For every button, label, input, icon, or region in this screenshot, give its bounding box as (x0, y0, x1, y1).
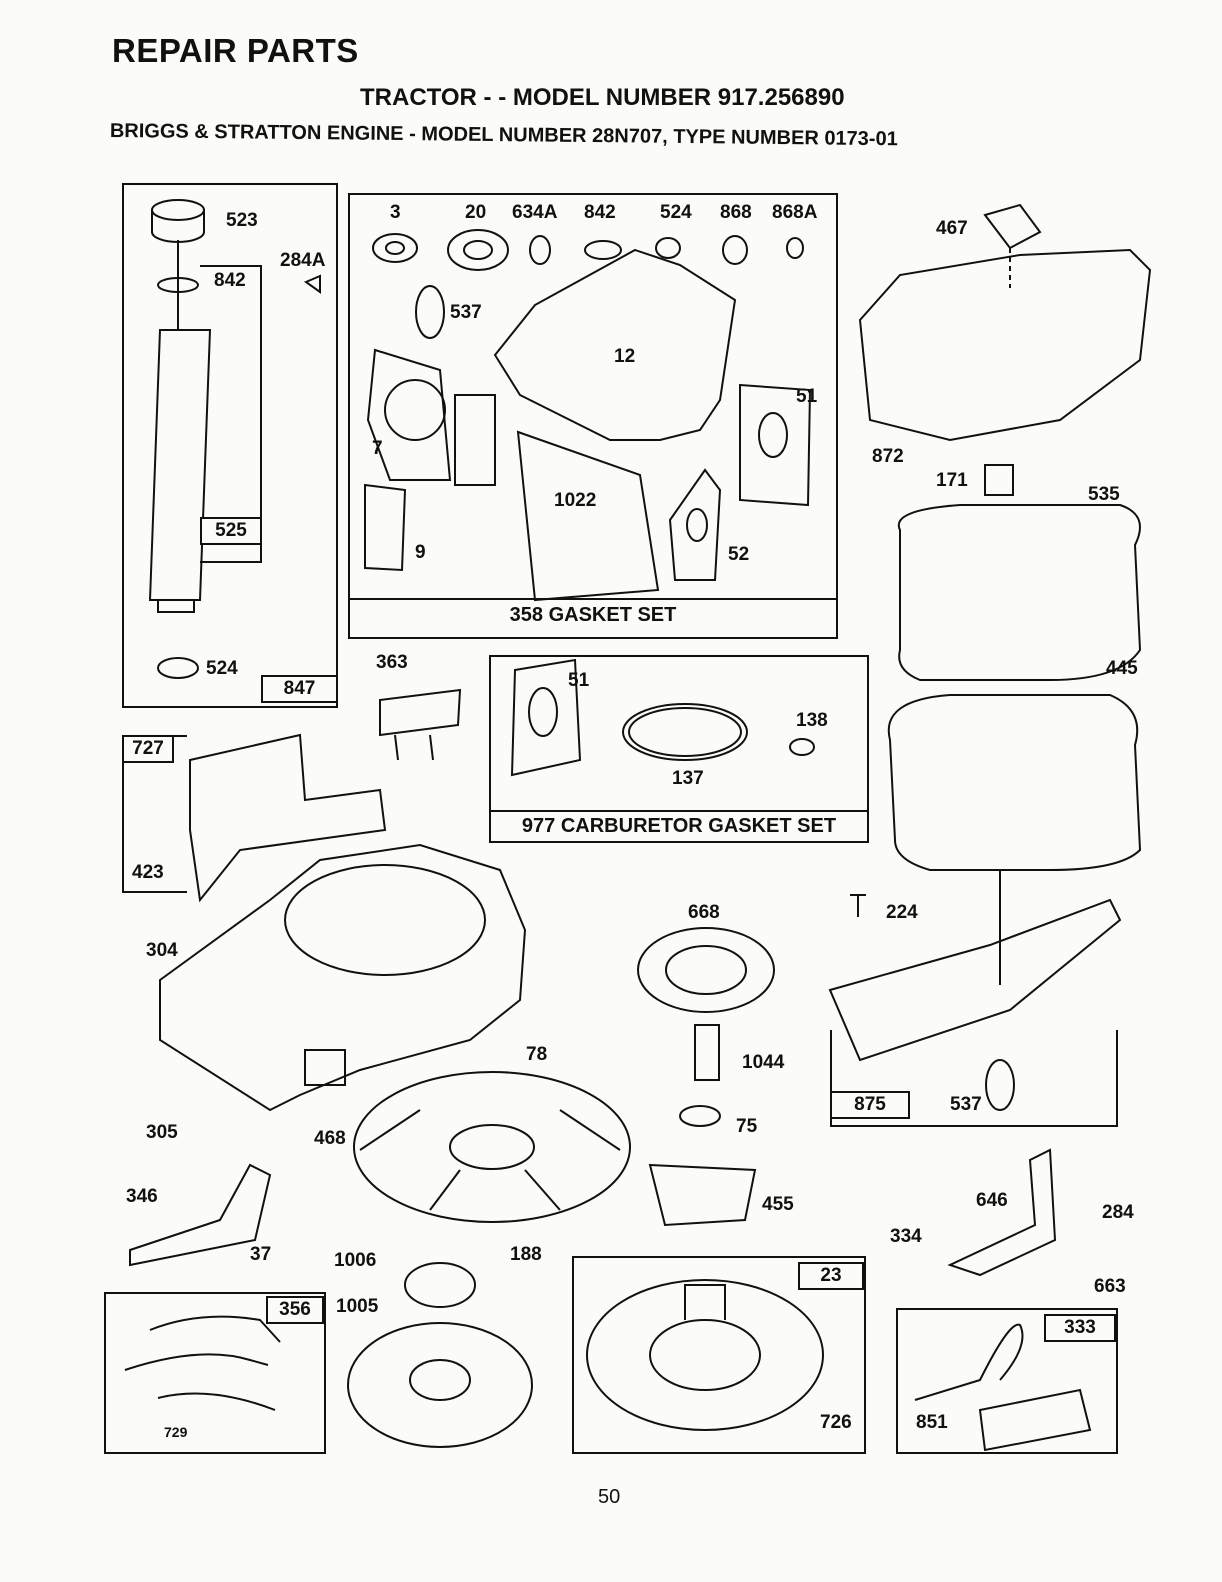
gasket-set-label: 358 GASKET SET (348, 598, 838, 639)
part-label-851: 851 (916, 1412, 948, 1433)
part-label-872: 872 (872, 446, 904, 467)
part-label-537: 537 (450, 302, 482, 323)
part-label-137: 137 (672, 768, 704, 789)
armature-333-drawing (914, 1323, 1092, 1452)
part-label-224: 224 (886, 902, 918, 923)
carb-gasket-set-label: 977 CARBURETOR GASKET SET (489, 810, 869, 843)
part-label-52: 52 (728, 544, 750, 565)
part-label-634A: 634A (512, 202, 558, 223)
part-label-523: 523 (226, 210, 258, 231)
part-label-663: 663 (1094, 1276, 1126, 1297)
part-label-726: 726 (820, 1412, 852, 1433)
part-tag-356: 356 (266, 1296, 324, 1324)
part-label-842b: 842 (584, 202, 616, 223)
part-label-304: 304 (146, 940, 178, 961)
tractor-model-line: TRACTOR - - MODEL NUMBER 917.256890 (360, 84, 845, 111)
part-label-363: 363 (376, 652, 408, 673)
dipstick-tube-box (200, 265, 262, 563)
part-label-78: 78 (526, 1044, 548, 1065)
part-label-868: 868 (720, 202, 752, 223)
part-label-445: 445 (1106, 658, 1138, 679)
carb-gasket-drawing (510, 658, 815, 777)
part-label-284: 284 (1102, 1202, 1134, 1223)
part-label-3: 3 (390, 202, 401, 223)
part-label-138: 138 (796, 710, 828, 731)
gasket-set-drawing (364, 229, 812, 602)
part-label-668: 668 (688, 902, 720, 923)
part-label-468: 468 (314, 1128, 346, 1149)
part-label-729: 729 (164, 1424, 188, 1440)
wires-356-drawing (124, 1315, 281, 1411)
part-label-305: 305 (146, 1122, 178, 1143)
dipstick-drawing (148, 199, 321, 679)
bracket-363-drawing (379, 688, 462, 761)
part-label-646: 646 (976, 1190, 1008, 1211)
ring-1006-drawing (404, 1262, 476, 1308)
fan-468-drawing (353, 1071, 631, 1223)
part-label-1005: 1005 (336, 1296, 379, 1317)
part-label-12: 12 (614, 346, 636, 367)
shroud-727-drawing (189, 733, 387, 903)
part-tag-333: 333 (1044, 1314, 1116, 1342)
part-label-51b: 51 (568, 670, 590, 691)
part-tag-23: 23 (798, 1262, 864, 1290)
gasket-set-box (348, 193, 838, 639)
part-label-1044: 1044 (742, 1052, 785, 1073)
part-tag-525: 525 (200, 517, 262, 545)
part-label-7: 7 (372, 438, 383, 459)
part-label-524: 524 (206, 658, 238, 679)
wires-box (104, 1292, 326, 1454)
part-label-842: 842 (214, 270, 246, 291)
flywheel-fan-drawing (347, 1322, 533, 1448)
part-label-334: 334 (890, 1226, 922, 1247)
bracket-646-drawing (947, 1148, 1057, 1277)
flywheel-box (572, 1256, 866, 1454)
air-cleaner-cover-drawing (858, 203, 1152, 871)
carb-gasket-set-box (489, 655, 869, 843)
part-label-524b: 524 (660, 202, 692, 223)
deflector-37-drawing (129, 1163, 272, 1267)
part-label-535: 535 (1088, 484, 1120, 505)
part-label-537b: 537 (950, 1094, 982, 1115)
part-label-284A: 284A (280, 250, 326, 271)
part-label-20: 20 (465, 202, 487, 223)
part-label-1006: 1006 (334, 1250, 377, 1271)
part-tag-847: 847 (261, 675, 338, 703)
part-tag-727: 727 (122, 735, 174, 763)
part-label-171: 171 (936, 470, 968, 491)
part-label-37: 37 (250, 1244, 272, 1265)
part-label-467: 467 (936, 218, 968, 239)
part-label-75: 75 (736, 1116, 758, 1137)
part-label-188: 188 (510, 1244, 542, 1265)
air-cleaner-base-drawing (828, 870, 1122, 1111)
dipstick-box (122, 183, 338, 708)
part-tag-875: 875 (830, 1091, 910, 1119)
blower-housing-drawing (159, 843, 527, 1112)
part-label-423: 423 (132, 862, 164, 883)
part-label-51: 51 (796, 386, 818, 407)
part-label-1022: 1022 (554, 490, 597, 511)
part-label-455: 455 (762, 1194, 794, 1215)
part-label-868A: 868A (772, 202, 818, 223)
part-label-346: 346 (126, 1186, 158, 1207)
armature-box (896, 1308, 1118, 1454)
air-cleaner-base-box (830, 1030, 1118, 1127)
flywheel-726-drawing (586, 1279, 824, 1431)
page-title: REPAIR PARTS (112, 32, 359, 69)
misc-center-drawing (637, 927, 775, 1227)
page-number: 50 (598, 1486, 621, 1508)
part-label-9: 9 (415, 542, 426, 563)
